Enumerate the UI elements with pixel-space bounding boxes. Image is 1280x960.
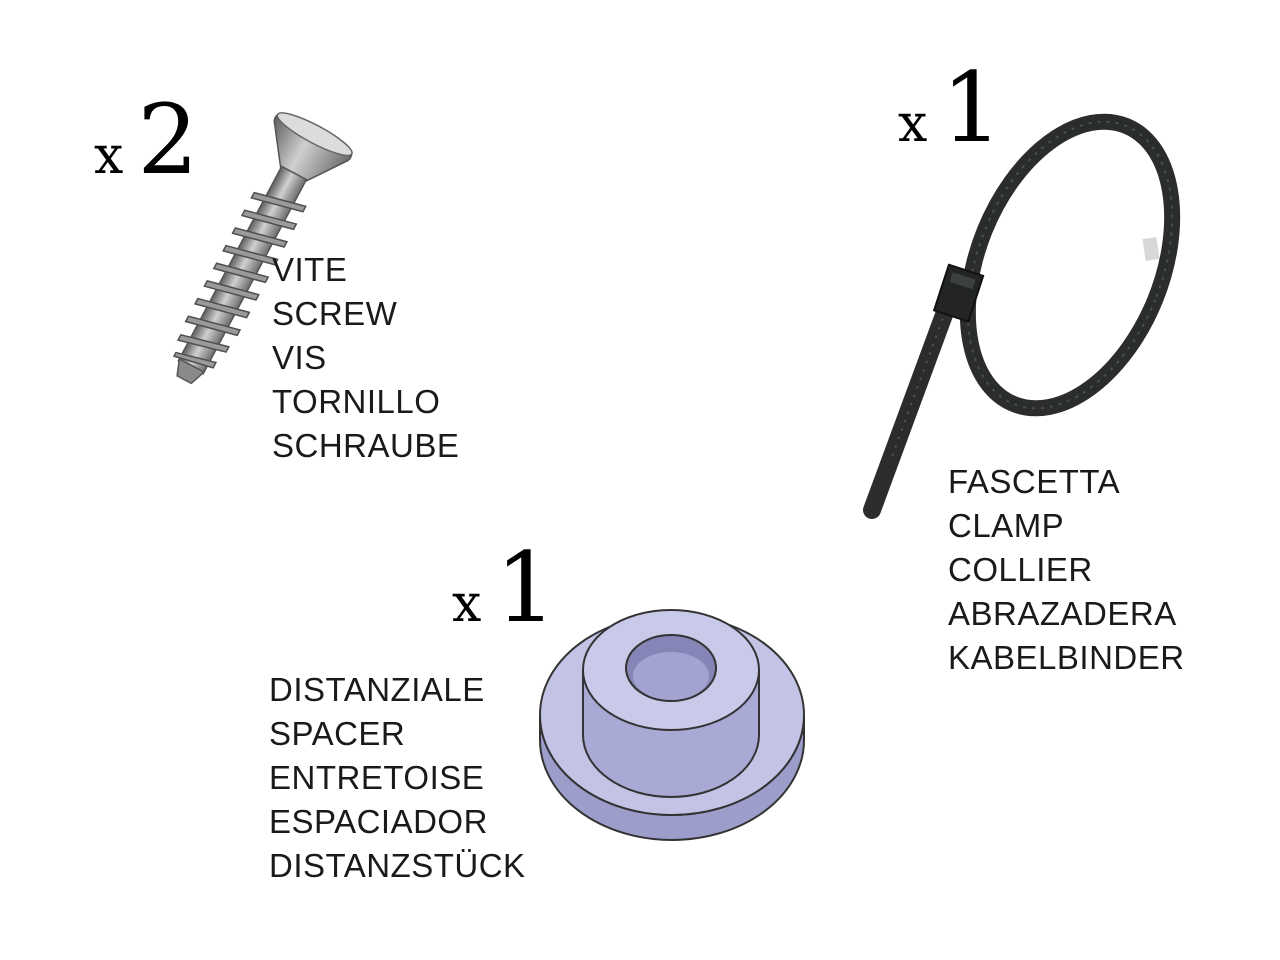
spacer-name-de: DISTANZSTÜCK [269, 847, 526, 884]
screw-name-en: SCREW [272, 295, 398, 332]
cable-tie-name-fr: COLLIER [948, 551, 1093, 588]
cable-tie-name-de: KABELBINDER [948, 639, 1185, 676]
cable-tie-icon [863, 113, 1181, 519]
cable-tie-name-en: CLAMP [948, 507, 1065, 544]
cable-tie-name-es: ABRAZADERA [948, 595, 1177, 632]
screw-quantity-prefix: x [94, 126, 124, 186]
spacer-name-fr: ENTRETOISE [269, 759, 485, 796]
spacer-quantity-prefix: x [452, 574, 482, 634]
spacer-names: DISTANZIALE SPACER ENTRETOISE ESPACIADOR… [269, 668, 526, 888]
screw-quantity-value: 2 [137, 84, 199, 196]
screw-names: VITE SCREW VIS TORNILLO SCHRAUBE [272, 248, 459, 468]
spacer-name-es: ESPACIADOR [269, 803, 488, 840]
spacer-icon [539, 609, 805, 841]
spacer-quantity-value: 1 [495, 532, 557, 644]
spacer-name-en: SPACER [269, 715, 406, 752]
screw-name-fr: VIS [272, 339, 327, 376]
screw-name-es: TORNILLO [272, 383, 441, 420]
cable-tie-quantity-prefix: x [898, 94, 928, 154]
cable-tie-quantity-value: 1 [941, 52, 1003, 164]
screw-name-it: VITE [272, 251, 348, 288]
spacer-name-it: DISTANZIALE [269, 671, 485, 708]
screw-icon [172, 112, 353, 385]
cable-tie-names: FASCETTA CLAMP COLLIER ABRAZADERA KABELB… [948, 460, 1185, 680]
cable-tie-name-it: FASCETTA [948, 463, 1121, 500]
screw-name-de: SCHRAUBE [272, 427, 460, 464]
